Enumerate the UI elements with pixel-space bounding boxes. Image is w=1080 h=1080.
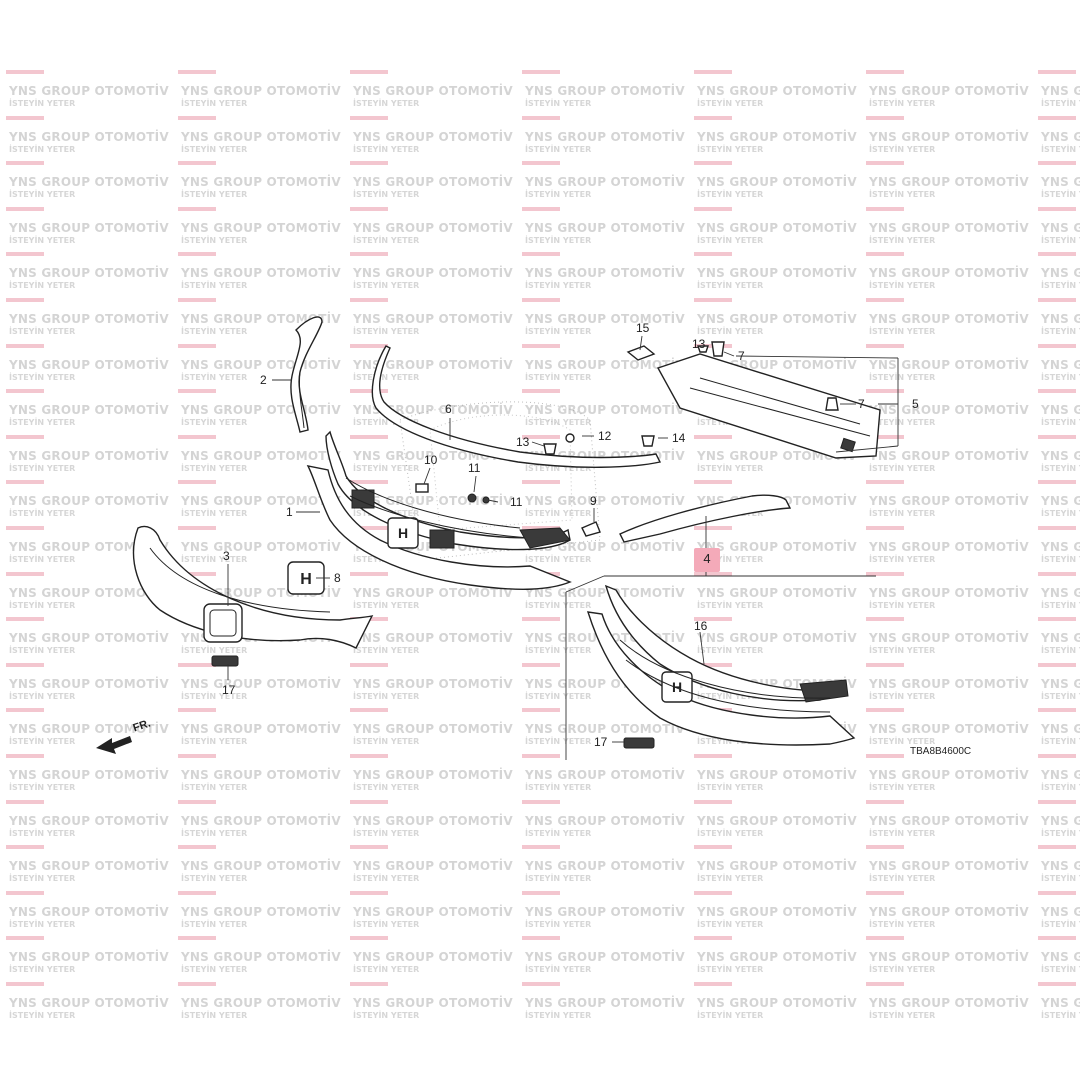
part-3-lower-molding — [132, 525, 374, 649]
svg-text:H: H — [300, 571, 312, 588]
callout-13-center: 13 — [516, 435, 530, 449]
part-8-emblem: H — [287, 561, 325, 595]
callout-4: 4 — [703, 551, 711, 566]
part-6-upper-molding — [371, 345, 662, 468]
part-16-grille-assembly-complete: H — [586, 584, 856, 746]
callout-labels: 2 1 3 8 17 6 10 11 11 13 12 14 9 15 13 7… — [222, 321, 919, 749]
callout-10: 10 — [424, 453, 438, 467]
part-1-grille-assembly: H — [306, 430, 572, 590]
part-17-badge-left — [211, 655, 239, 667]
callout-11-upper: 11 — [468, 461, 481, 475]
callout-17-left: 17 — [222, 683, 236, 697]
svg-text:H: H — [672, 679, 682, 695]
callout-8: 8 — [334, 571, 341, 585]
callout-17-right: 17 — [594, 735, 608, 749]
callout-9: 9 — [590, 494, 597, 508]
callout-1: 1 — [286, 505, 293, 519]
callout-12: 12 — [598, 429, 612, 443]
diagram-code: TBA8B4600C — [910, 746, 972, 757]
grille-ghost-dots — [399, 401, 601, 561]
part-17-badge-right — [623, 737, 655, 749]
part-15-pad — [626, 345, 656, 361]
callout-11-lower: 11 — [510, 495, 523, 509]
callout-3: 3 — [223, 549, 230, 563]
callout-5: 5 — [912, 397, 919, 411]
callout-13-top: 13 — [692, 337, 706, 351]
callout-16: 16 — [694, 619, 708, 633]
callout-7-right: 7 — [858, 397, 865, 411]
part-4-side-garnish — [619, 494, 792, 543]
callout-6: 6 — [445, 402, 452, 416]
svg-text:H: H — [398, 525, 408, 541]
callout-7-top: 7 — [738, 349, 745, 363]
front-direction-arrow — [96, 736, 132, 754]
part-5-upper-cover — [656, 353, 881, 459]
callout-14: 14 — [672, 431, 686, 445]
callout-15: 15 — [636, 321, 650, 335]
leader-lines — [227, 335, 899, 743]
fasteners — [415, 341, 839, 537]
callout-4-highlight — [694, 548, 720, 572]
callout-2: 2 — [260, 373, 267, 387]
part-2-side-molding — [290, 316, 323, 433]
